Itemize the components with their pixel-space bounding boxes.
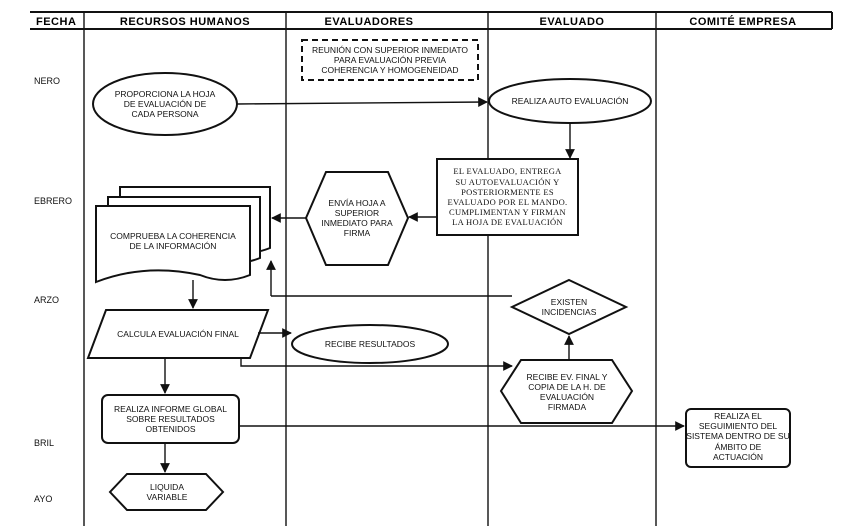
month-marzo: ARZO bbox=[34, 295, 60, 305]
month-mayo: AYO bbox=[34, 494, 53, 504]
header-evaluado: EVALUADO bbox=[540, 16, 605, 28]
header-comite: COMITÉ EMPRESA bbox=[689, 15, 796, 28]
arrow-calcula-to-recibe-ev bbox=[240, 358, 513, 371]
envia-label: ENVÍA HOJA A SUPERIOR INMEDIATO PARA FIR… bbox=[321, 197, 393, 239]
seguimiento-label: REALIZA EL SEGUIMIENTO DEL SISTEMA DENTR… bbox=[686, 411, 790, 462]
calcula-parallelogram bbox=[86, 309, 270, 359]
entrega-label: EL EVALUADO, ENTREGA SU AUTOEVALUACIÓN Y… bbox=[447, 166, 568, 228]
arrow-proporciona-to-auto bbox=[236, 97, 488, 107]
informe-label: REALIZA INFORME GLOBAL SOBRE RESULTADOS … bbox=[114, 403, 227, 435]
autoevaluacion-label: REALIZA AUTO EVALUACIÓN bbox=[511, 95, 629, 106]
reunion-box bbox=[301, 39, 479, 81]
month-abril: BRIL bbox=[34, 438, 55, 448]
comprueba-document-stack bbox=[95, 186, 271, 284]
connectors bbox=[160, 97, 685, 473]
month-enero: NERO bbox=[34, 76, 61, 86]
liquida-label: LIQUIDA VARIABLE bbox=[146, 481, 188, 502]
proporciona-label: PROPORCIONA LA HOJA DE EVALUACIÓN DE CAD… bbox=[114, 88, 216, 120]
comprueba-label: COMPRUEBA LA COHERENCIA DE LA INFORMACIÓ… bbox=[110, 230, 236, 251]
header-row bbox=[30, 11, 833, 30]
liquida-hexagon bbox=[108, 473, 225, 511]
header-rrhh: RECURSOS HUMANOS bbox=[120, 16, 250, 28]
header-evaluadores: EVALUADORES bbox=[324, 16, 413, 28]
entrega-box bbox=[436, 158, 579, 236]
incidencias-label: EXISTEN INCIDENCIAS bbox=[541, 296, 597, 317]
informe-box bbox=[101, 394, 240, 444]
reunion-label: REUNIÓN CON SUPERIOR INMEDIATO PARA EVAL… bbox=[311, 44, 468, 76]
incidencias-diamond bbox=[509, 278, 629, 336]
recibe-resultados-ellipse bbox=[291, 324, 449, 364]
recibe-ev-label: RECIBE EV. FINAL Y COPIA DE LA H. DE EVA… bbox=[526, 371, 608, 413]
month-febrero: EBRERO bbox=[34, 196, 73, 206]
seguimiento-box bbox=[685, 408, 791, 468]
lane-dividers bbox=[83, 12, 657, 526]
calcula-label: CALCULA EVALUACIÓN FINAL bbox=[117, 328, 239, 339]
recibe-ev-hexagon bbox=[499, 359, 634, 424]
recibe-resultados-label: RECIBE RESULTADOS bbox=[324, 338, 416, 349]
header-fecha: FECHA bbox=[36, 16, 76, 28]
